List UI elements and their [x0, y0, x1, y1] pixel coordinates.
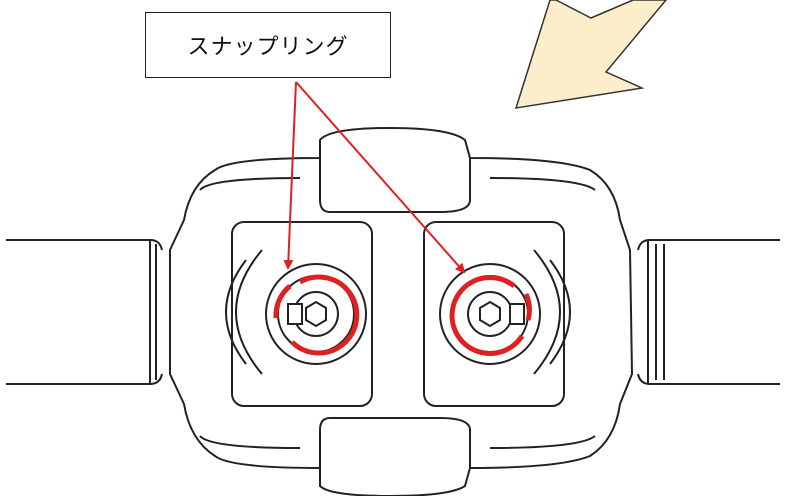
leader-lines: [283, 81, 466, 274]
right-snap-ring-icon: [449, 274, 532, 356]
left-snap-ring-icon: [273, 274, 360, 356]
center-cross: [319, 158, 471, 468]
left-shaft: [6, 239, 163, 385]
direction-arrow-icon: [514, 0, 667, 109]
left-bearing-cap: [265, 263, 367, 365]
callout-label: スナップリング: [145, 12, 391, 78]
right-shaft: [637, 239, 780, 385]
